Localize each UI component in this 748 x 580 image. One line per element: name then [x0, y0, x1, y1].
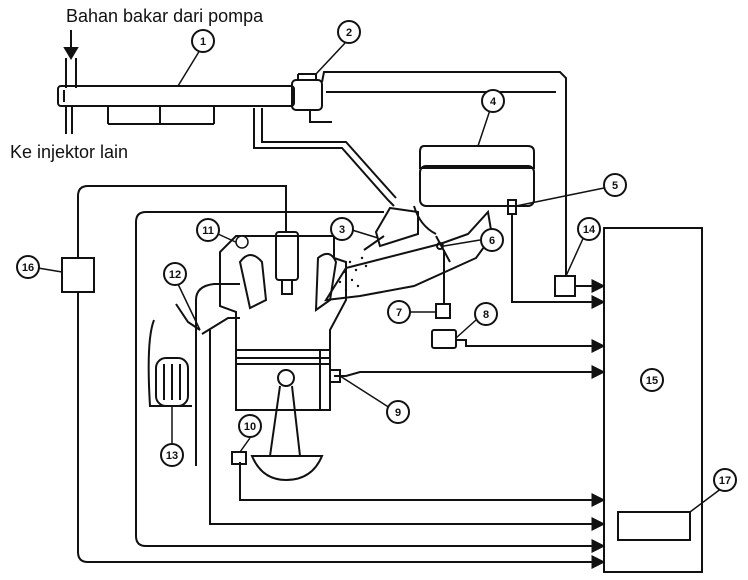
callout-markers: 1 2 3 4 5 6 7 8 9 10 11 12 13 14 15 16 1… [16, 20, 737, 492]
callout-5: 5 [603, 173, 627, 197]
to-other-injectors-label: Ke injektor lain [10, 142, 129, 162]
callout-13: 13 [160, 443, 184, 467]
callout-6: 6 [480, 228, 504, 252]
svg-text:4: 4 [490, 96, 497, 108]
pressure-regulator [291, 71, 567, 276]
svg-text:8: 8 [483, 309, 489, 321]
sensor-12-wire [175, 303, 240, 335]
fuel-inlet-arrow [63, 30, 79, 88]
callout-8: 8 [474, 302, 498, 326]
oil-filter [147, 319, 192, 407]
tank-sensor [507, 199, 604, 303]
svg-text:16: 16 [22, 262, 34, 274]
callout-3: 3 [330, 217, 354, 241]
callout-leaders [37, 41, 723, 513]
callout-9: 9 [386, 400, 410, 424]
callout-16: 16 [16, 255, 40, 279]
svg-text:17: 17 [719, 475, 731, 487]
callout-7: 7 [387, 300, 411, 324]
ecu-memory [617, 511, 691, 541]
vacuum-hose [253, 108, 395, 207]
svg-text:14: 14 [583, 224, 596, 236]
svg-text:10: 10 [244, 421, 256, 433]
callout-11: 11 [196, 218, 220, 242]
callout-14: 14 [577, 217, 601, 241]
svg-text:15: 15 [646, 375, 658, 387]
fuel-from-pump-label: Bahan bakar dari pompa [66, 6, 264, 26]
callout-17: 17 [713, 468, 737, 492]
water-jacket [195, 300, 211, 416]
engine-block [219, 231, 347, 482]
callout-10: 10 [238, 414, 262, 438]
callout-4: 4 [481, 89, 505, 113]
callout-1: 1 [191, 29, 215, 53]
svg-text:1: 1 [200, 36, 206, 48]
svg-text:9: 9 [395, 407, 401, 419]
wiring-harness [77, 185, 604, 563]
callout-15: 15 [640, 368, 664, 392]
ecu-input-arrows [580, 279, 606, 569]
svg-text:2: 2 [346, 27, 352, 39]
svg-text:5: 5 [612, 180, 618, 192]
ecu-box [603, 227, 703, 573]
callout-2: 2 [337, 20, 361, 44]
svg-text:3: 3 [339, 224, 345, 236]
fuel-spray [338, 256, 368, 292]
svg-text:12: 12 [169, 269, 181, 281]
map-sensor [554, 275, 576, 297]
surge-tank [419, 145, 535, 207]
svg-text:6: 6 [489, 235, 495, 247]
callout-12: 12 [163, 262, 187, 286]
fuel-injector [363, 206, 419, 251]
svg-text:11: 11 [202, 225, 214, 237]
intake-runner [324, 209, 494, 302]
fuel-rail [57, 85, 295, 134]
air-temp-sensor [431, 250, 604, 349]
svg-text:7: 7 [396, 307, 402, 319]
relay-16 [61, 257, 95, 293]
svg-text:13: 13 [166, 450, 178, 462]
